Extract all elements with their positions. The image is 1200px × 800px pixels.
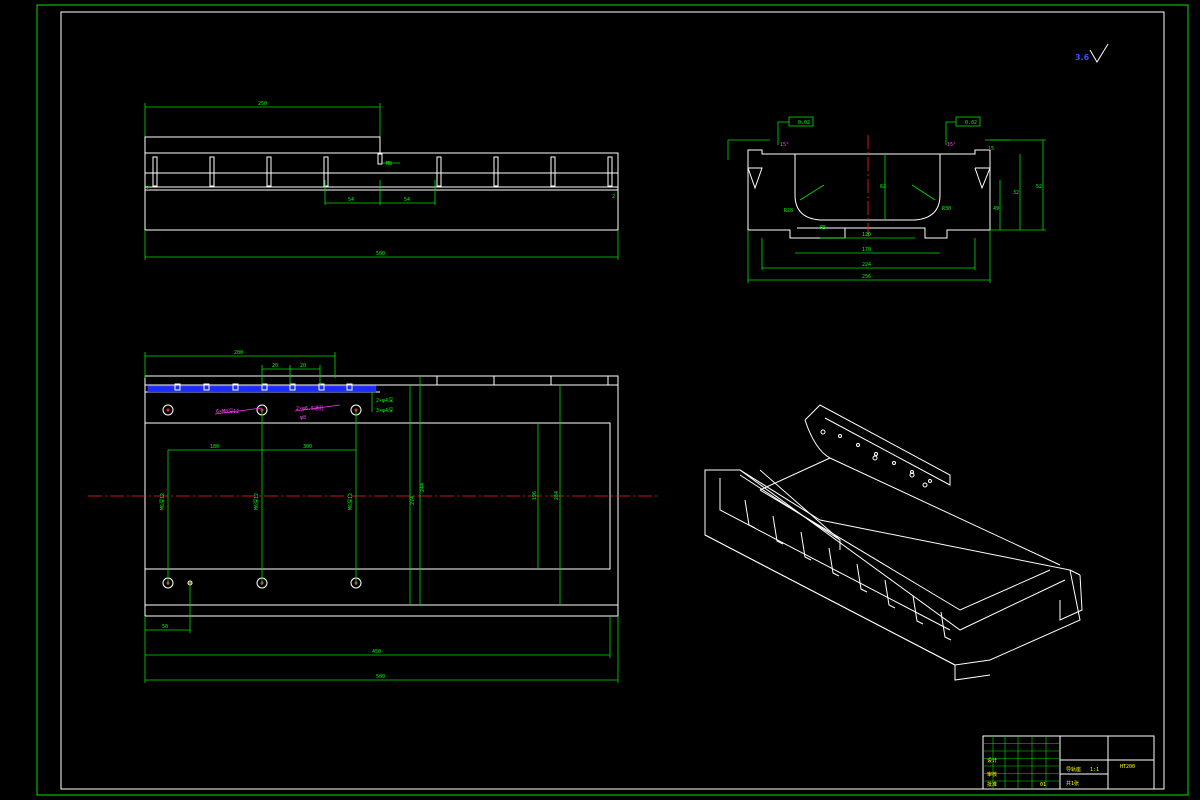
title-part-name: 导轨座 [1066,766,1081,773]
rib-7 [607,156,613,187]
title-block: HT200 导轨座 1:1 共1张 设计 审核 批准 01 [982,735,1155,790]
iso-hole-2 [874,452,878,456]
small-note-2: 3×φ4深 [376,407,393,414]
iso-hole-5 [928,479,932,483]
dim-pitch-b: 300 [303,444,312,450]
plan-slot-6 [346,383,353,391]
sheet-border-outer [36,4,1189,796]
dim-flange: 250 [258,101,267,107]
title-approved: 批准 [987,781,997,788]
dim-height-2: 244 [420,483,426,492]
dim-height-4: 284 [554,491,560,500]
dim-top: 15 [988,146,994,152]
dim-section-inner-3: 120 [862,232,871,238]
dim-pitch-2: 54 [404,197,410,203]
dim-hole-pitch-1: 20 [272,363,278,369]
plan-slot-0 [174,383,181,391]
check-roughness-icon [1089,43,1109,63]
dim-depth: 62 [880,184,886,190]
sheet-border-inner [60,11,1165,790]
title-sheet: 共1张 [1066,780,1079,787]
plan-slot-1 [203,383,210,391]
iso-rib-5 [884,579,896,609]
isometric-view [704,404,1083,681]
angle-right: 15° [947,142,956,148]
iso-hole-1 [856,443,860,447]
dim-section-height-3: 49 [993,206,999,212]
iso-hole-3 [892,461,896,465]
title-code: 01 [1040,782,1046,788]
dim-overall-top: 500 [376,251,385,257]
hole-center-0 [166,408,170,412]
rib-5 [493,156,499,187]
plan-view: 180 300 M6深12 M6深12 M6深12 280 20 20 6×M8… [88,350,658,683]
hole-label-1: M6深12 [159,493,166,510]
section-view: 256 224 170 120 R5 52 32 49 62 15 R28 R3… [727,116,1046,283]
iso-rib-2 [800,531,812,561]
dim-hole-pitch-2: 20 [300,363,306,369]
iso-hole-0 [838,434,842,438]
top-view: 250 500 54 54 2 2 M8 [144,101,619,260]
dim-holes-span: 280 [234,350,243,356]
hole-0 [162,404,174,416]
dim-right: 2 [612,194,615,200]
dim-plan-overall: 500 [376,674,385,680]
dim-left-hole: 50 [162,624,168,630]
roughness-mark: 3.6 [1075,43,1109,63]
hole-note-2: 2×φ6.5通孔 [296,405,324,412]
iso-rib-6 [912,595,924,625]
plan-slot-2 [232,383,239,391]
title-drawn: 设计 [987,757,997,764]
flatness-right: 0.02 [965,120,977,126]
dim-slot: R5 [820,225,826,231]
dim-pitch-1: 54 [348,197,354,203]
dim-section-inner-1: 224 [862,262,871,268]
dim-left: 2 [146,186,149,192]
rib-3 [323,156,329,187]
dim-height-1: 274 [410,496,416,505]
plan-slot-4 [289,383,296,391]
iso-rib-7 [940,611,952,641]
dim-section-inner-2: 170 [862,247,871,253]
rib-0 [152,156,158,187]
angle-left: 15° [780,142,789,148]
iso-rib-0 [744,499,756,529]
dim-height-3: 196 [532,491,538,500]
dim-section-width: 256 [862,274,871,280]
flatness-left: 0.02 [798,120,810,126]
iso-rib-3 [828,547,840,577]
rib-1 [209,156,215,187]
hole-label-2: M6深12 [253,493,260,510]
title-material: HT200 [1120,764,1135,770]
rib-4 [436,156,442,187]
dim-section-height-2: 32 [1013,190,1019,196]
hole-note-3: φ8 [300,415,306,421]
hole-label-3: M6深12 [347,493,354,510]
iso-rib-1 [772,515,784,545]
title-checked: 审核 [987,771,997,778]
plan-slot-3 [261,383,268,391]
radius-left: R28 [784,208,793,214]
small-note: 2×φ4深 [376,397,393,404]
note-top: M8 [386,161,392,167]
hole-note-1: 6×M8深12 [216,408,239,415]
dim-plan-inner: 450 [372,649,381,655]
plan-slot-5 [318,383,325,391]
iso-rib-4 [856,563,868,593]
radius-right: R30 [942,206,951,212]
rib-6 [550,156,556,187]
dim-section-height: 52 [1036,184,1042,190]
rib-2 [266,156,272,187]
dim-pitch-a: 180 [210,444,219,450]
title-scale: 1:1 [1090,767,1099,773]
svg-text:3.6: 3.6 [1075,53,1090,62]
